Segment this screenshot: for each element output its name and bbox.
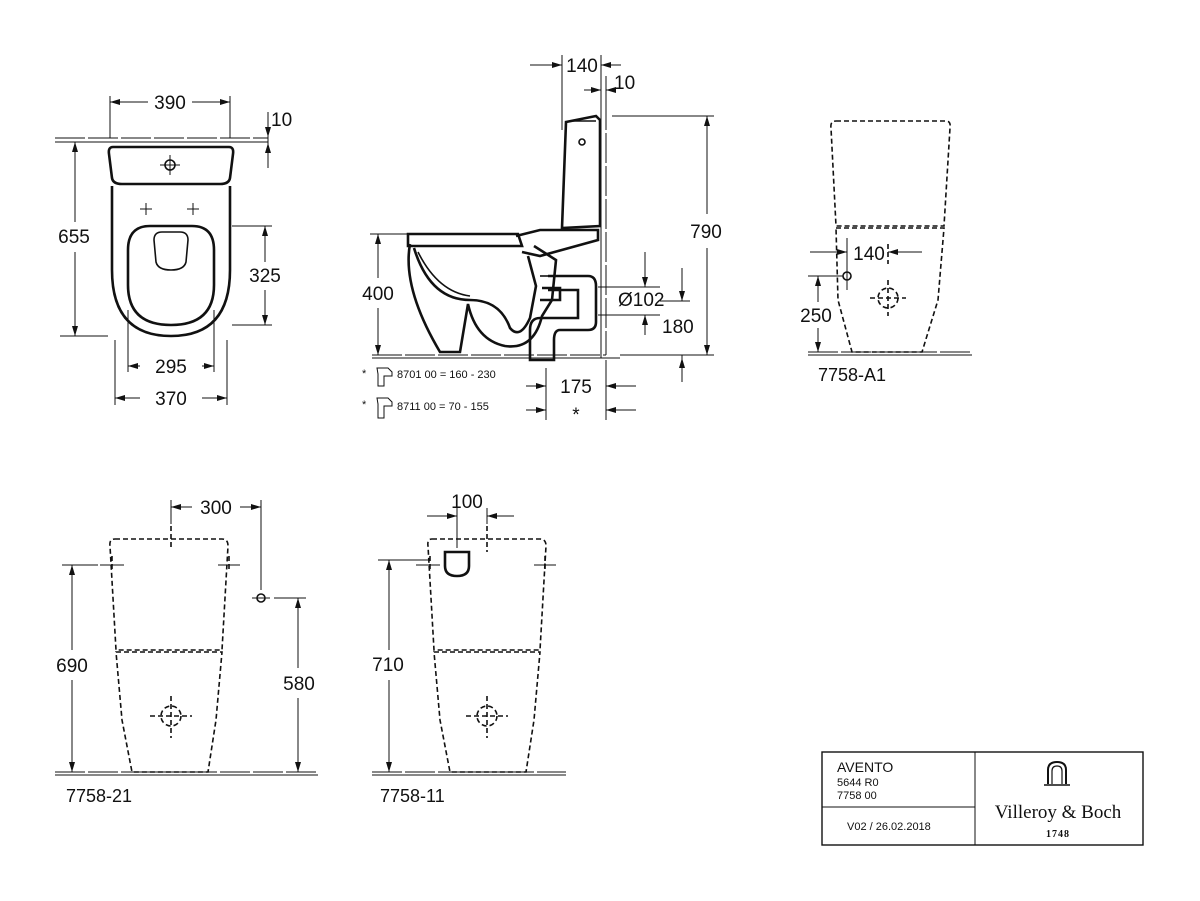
label-7758-21: 7758-21 (66, 786, 132, 806)
dim-710: 710 (372, 655, 404, 676)
cross-left-21 (100, 556, 124, 572)
cross-right-21 (218, 556, 240, 572)
villeroy-boch-arch-logo-icon (1044, 760, 1070, 786)
brand-year: 1748 (1046, 829, 1070, 840)
title-block: AVENTO 5644 R0 7758 00 V02 / 26.02.2018 … (821, 751, 1144, 846)
straight-pipe-icon (376, 397, 393, 419)
fixing-cross-21 (150, 696, 192, 738)
dim-140-a1: 140 (853, 244, 885, 265)
dim-325: 325 (249, 266, 281, 287)
dim-300: 300 (200, 498, 232, 519)
fixing-cross-left (140, 203, 152, 215)
cross-right-11 (534, 556, 556, 572)
dim-180: 180 (662, 317, 694, 338)
view-a1: 140 250 7758-A1 (800, 120, 972, 385)
dim-690: 690 (56, 656, 88, 677)
dim-outlet-diameter: Ø102 (618, 290, 664, 311)
version-date: V02 / 26.02.2018 (847, 821, 931, 833)
note-2-star: * (362, 399, 367, 411)
dim-175: 175 (560, 377, 592, 398)
dim-100: 100 (451, 492, 483, 513)
dim-140-side: 140 (566, 56, 598, 77)
product-code-2: 7758 00 (837, 790, 877, 802)
fixing-cross-11 (466, 696, 508, 738)
dim-370: 370 (155, 389, 187, 410)
top-view: 390 10 655 325 295 3 (55, 93, 292, 410)
dim-390: 390 (154, 93, 186, 114)
dim-790: 790 (690, 222, 722, 243)
product-code-1: 5644 R0 (837, 777, 879, 789)
view-11: 100 710 7758-11 (372, 492, 566, 806)
note-2-text: 8711 00 = 70 - 155 (397, 401, 489, 413)
dim-655: 655 (58, 227, 90, 248)
view-21: 300 690 580 7758-21 (55, 498, 318, 806)
note-1-text: 8701 00 = 160 - 230 (397, 369, 496, 381)
elbow-pipe-icon (376, 367, 393, 387)
cross-left-11 (416, 556, 440, 572)
dim-10-side: 10 (614, 73, 635, 94)
fixing-cross-a1 (870, 280, 906, 316)
dim-295: 295 (155, 357, 187, 378)
product-name: AVENTO (837, 759, 893, 775)
note-1-star: * (362, 368, 367, 380)
fixing-cross-right (187, 203, 199, 215)
side-view: 140 10 790 400 Ø102 (362, 55, 722, 426)
dim-250: 250 (800, 306, 832, 327)
dim-580: 580 (283, 674, 315, 695)
dim-400: 400 (362, 284, 394, 305)
dim-asterisk: * (572, 405, 580, 426)
label-7758-11: 7758-11 (380, 786, 445, 806)
dim-10-top: 10 (271, 110, 292, 131)
label-7758-a1: 7758-A1 (818, 365, 886, 385)
brand-name: Villeroy & Boch (995, 802, 1122, 823)
